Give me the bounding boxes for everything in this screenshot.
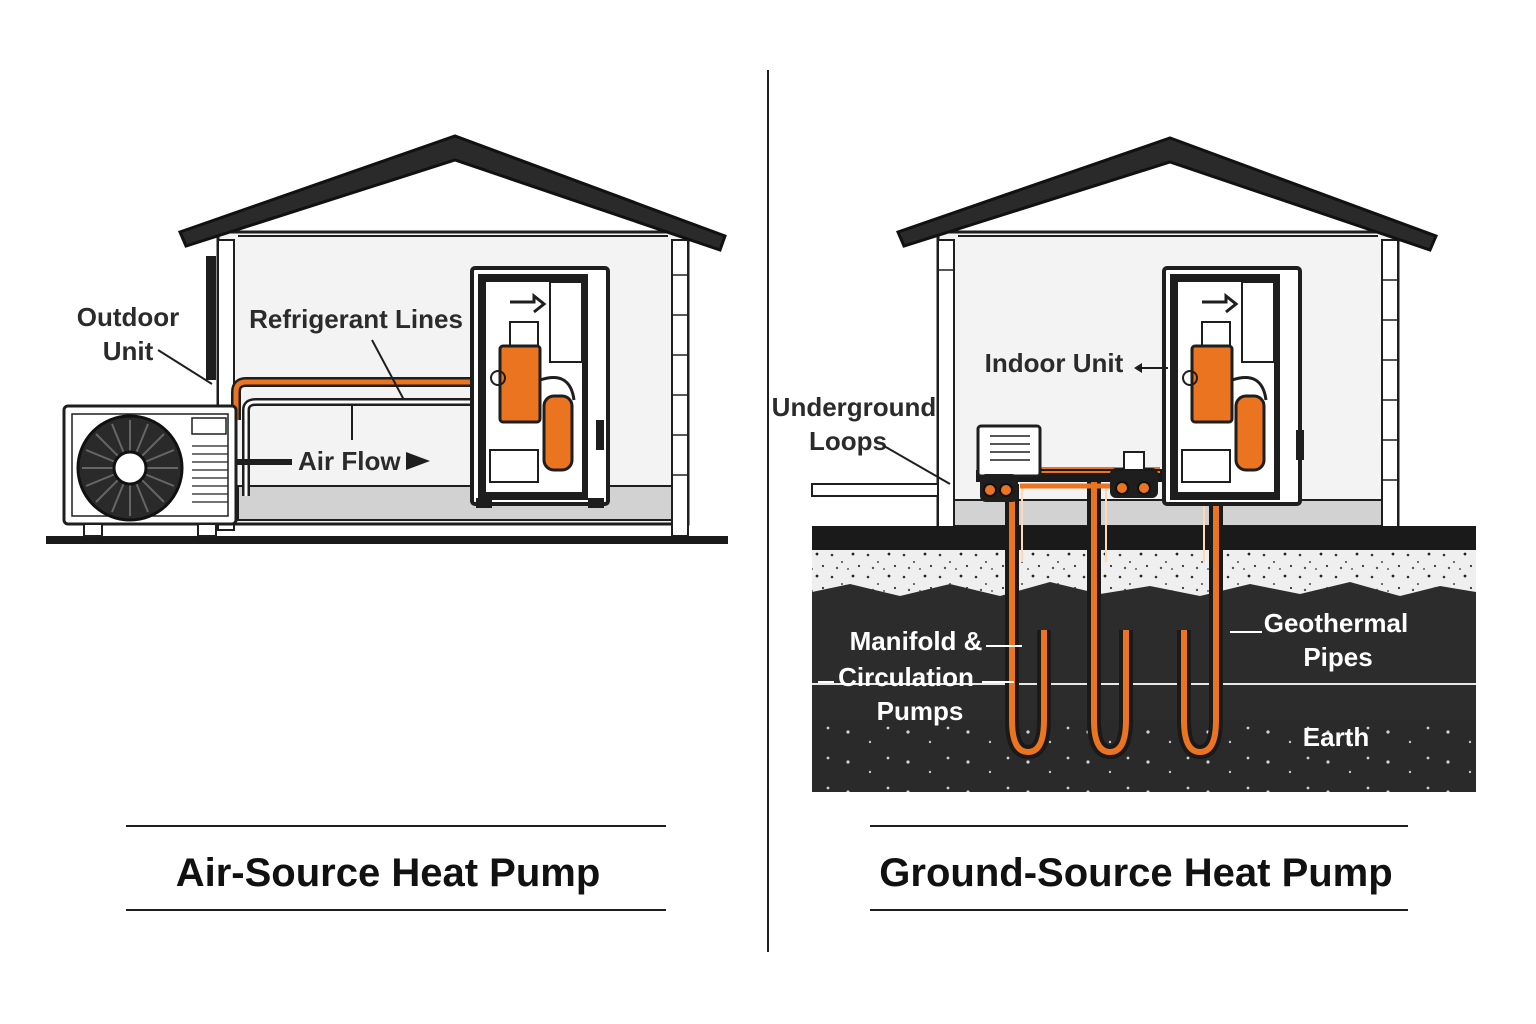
pump-icon — [983, 483, 997, 497]
siding-strip — [671, 239, 689, 537]
right-labels: Indoor Unit Underground Loops Manifold &… — [772, 348, 1409, 752]
underground-loops-label-2: Loops — [809, 426, 887, 456]
earth-label: Earth — [1303, 722, 1369, 752]
house-roof — [177, 134, 727, 252]
manifold-label-2: Circulation — [838, 662, 974, 692]
indoor-unit-air — [470, 266, 610, 508]
air-flow-arrow-icon — [406, 452, 430, 470]
air-source-caption: Air-Source Heat Pump — [176, 851, 601, 895]
air-flow-label: Air Flow — [298, 446, 401, 476]
manifold-pumps — [976, 424, 1170, 502]
manifold-label-1: Manifold & — [850, 626, 983, 656]
geothermal-loops — [1005, 480, 1223, 760]
indoor-unit-arrow-icon — [1134, 363, 1142, 373]
gravel-layer — [812, 550, 1476, 596]
ground-layers — [812, 536, 1476, 792]
ground-line — [46, 536, 728, 544]
pump-icon-2 — [1115, 481, 1129, 495]
outdoor-unit — [62, 404, 238, 537]
underground-loops-label-1: Underground — [772, 392, 937, 422]
manifold-label-3: Pumps — [877, 696, 964, 726]
indoor-unit-ground — [1162, 266, 1304, 506]
outdoor-unit-label-2: Unit — [103, 336, 154, 366]
indoor-unit-label: Indoor Unit — [985, 348, 1124, 378]
house-roof-right — [895, 136, 1439, 252]
right-caption-block: Ground-Source Heat Pump — [870, 825, 1408, 911]
refrigerant-lines-label: Refrigerant Lines — [249, 304, 463, 334]
ground-source-caption: Ground-Source Heat Pump — [879, 851, 1392, 895]
refrigerant-lines — [231, 377, 478, 496]
outdoor-unit-label-1: Outdoor — [77, 302, 180, 332]
left-labels: Outdoor Unit Refrigerant Lines Air Flow — [77, 302, 463, 476]
geothermal-pipes-label-2: Pipes — [1303, 642, 1372, 672]
geothermal-pipes-label-1: Geothermal — [1264, 608, 1409, 638]
left-caption-block: Air-Source Heat Pump — [126, 825, 666, 911]
